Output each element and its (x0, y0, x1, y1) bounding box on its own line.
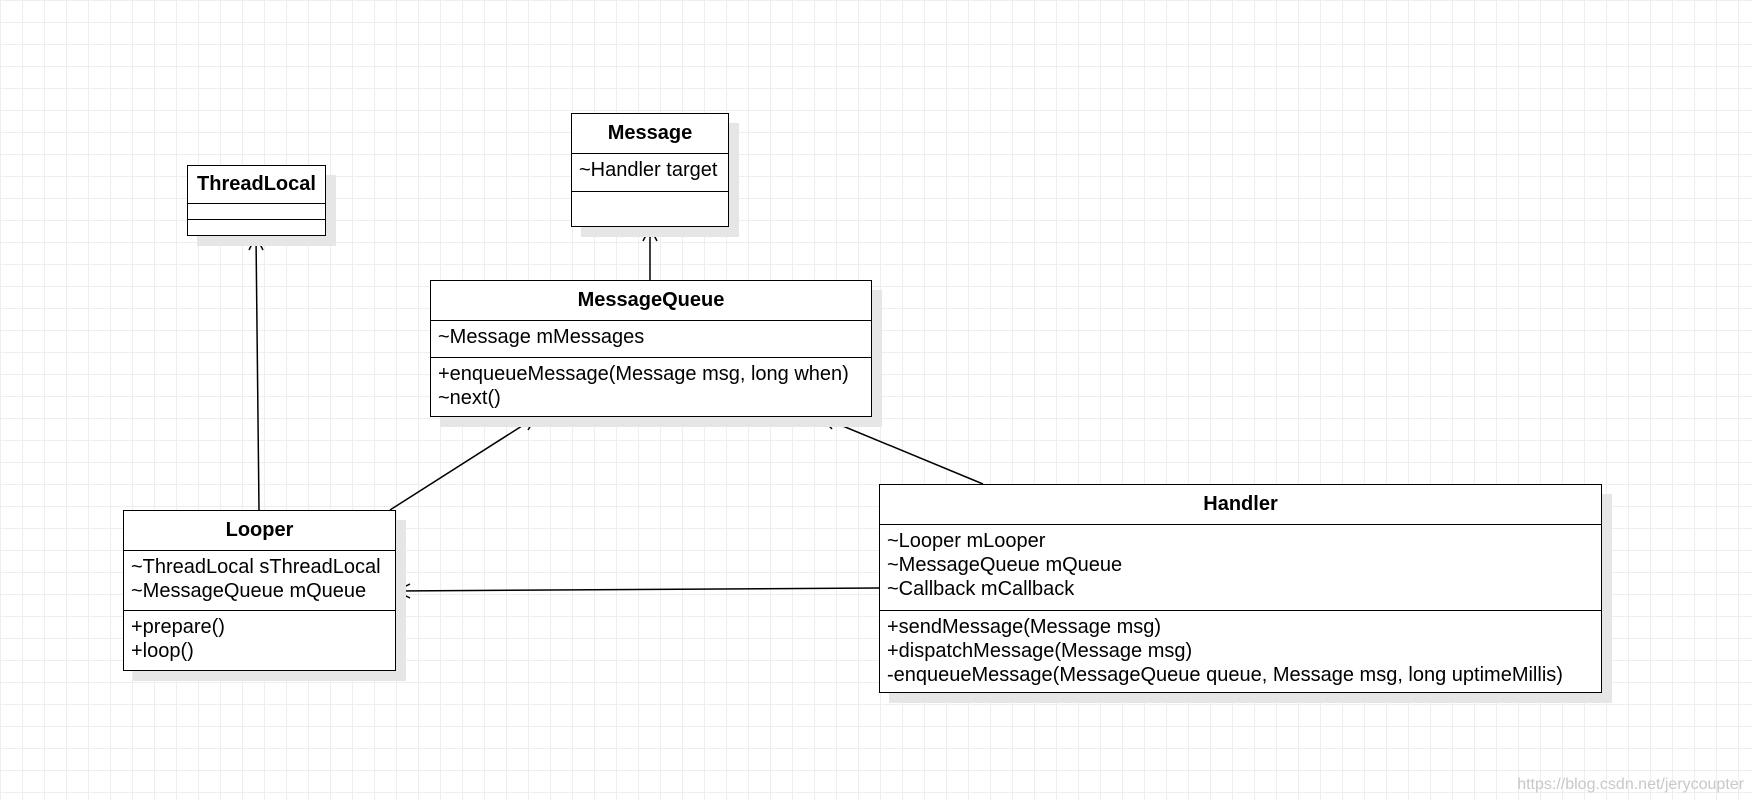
attribute: ~ThreadLocal sThreadLocal (131, 556, 381, 578)
class-threadlocal[interactable]: ThreadLocal (187, 165, 326, 236)
attributes-section: ~Message mMessages (431, 321, 871, 358)
methods-section: +prepare() +loop() (124, 611, 395, 667)
class-message[interactable]: Message ~Handler target (571, 113, 729, 227)
class-name: Looper (124, 511, 395, 551)
method: +dispatchMessage(Message msg) (887, 640, 1193, 662)
relation-handler-looper (394, 583, 880, 599)
method: +prepare() (131, 616, 225, 638)
methods-section (188, 220, 325, 234)
method: +sendMessage(Message msg) (887, 616, 1162, 638)
methods-section: +sendMessage(Message msg) +dispatchMessa… (880, 611, 1601, 691)
relation-messagequeue-message (642, 225, 658, 280)
method: ~next() (438, 387, 501, 409)
class-name: Handler (880, 485, 1601, 525)
class-looper[interactable]: Looper ~ThreadLocal sThreadLocal ~Messag… (123, 510, 396, 671)
method: +enqueueMessage(Message msg, long when) (438, 363, 849, 385)
class-handler[interactable]: Handler ~Looper mLooper ~MessageQueue mQ… (879, 484, 1602, 693)
methods-section: +enqueueMessage(Message msg, long when) … (431, 358, 871, 414)
class-name: Message (572, 114, 728, 154)
class-messagequeue[interactable]: MessageQueue ~Message mMessages +enqueue… (430, 280, 872, 417)
attribute: ~Callback mCallback (887, 578, 1075, 600)
attributes-section: ~Looper mLooper ~MessageQueue mQueue ~Ca… (880, 525, 1601, 611)
method: +loop() (131, 640, 194, 662)
methods-section (572, 192, 728, 200)
attributes-section (188, 204, 325, 220)
relation-looper-threadlocal (248, 234, 264, 511)
attribute: ~Message mMessages (438, 326, 645, 348)
attributes-section: ~ThreadLocal sThreadLocal ~MessageQueue … (124, 551, 395, 611)
method: -enqueueMessage(MessageQueue queue, Mess… (887, 664, 1563, 686)
relation-handler-messagequeue (819, 415, 984, 485)
class-name: ThreadLocal (188, 166, 325, 204)
class-name: MessageQueue (431, 281, 871, 321)
attributes-section: ~Handler target (572, 154, 728, 192)
attribute: ~MessageQueue mQueue (887, 554, 1123, 576)
attribute: ~Handler target (579, 159, 718, 181)
attribute: ~MessageQueue mQueue (131, 580, 367, 602)
relation-looper-messagequeue (389, 416, 538, 511)
watermark-text: https://blog.csdn.net/jerycoupter (1517, 776, 1744, 793)
attribute: ~Looper mLooper (887, 530, 1046, 552)
